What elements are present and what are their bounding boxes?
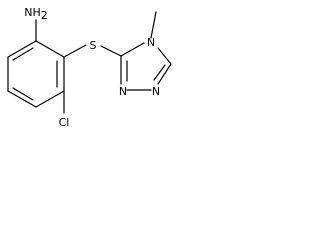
amine-h-count-text: 2 [41,9,48,22]
triazole-n1-label: N [119,85,127,98]
benzene-ring [7,40,65,108]
triazole-n2-label: N [152,85,160,98]
triazole-n4-label: N [147,36,155,49]
bond-triazole-c3-n2 [157,63,172,85]
amine-nitrogen-label: NH2 [24,6,48,22]
chemical-structure-diagram: NH2 S Cl N N N [7,6,172,129]
bond-c-s [63,44,87,58]
sulfur-label: S [90,39,97,52]
bond-benzene-double-2 [12,87,34,101]
bond-s-triazole [100,45,122,57]
bond-triazole-n4-c3 [157,47,172,65]
bond-benzene-double-3 [12,47,34,61]
bond-methyl [150,11,157,39]
bond-benzene-c4-c5 [7,90,37,108]
bond-benzene-c6-c1 [7,40,37,58]
chlorine-label: Cl [59,116,70,129]
triazole-ring [120,42,172,91]
bond-benzene-c3-c4 [35,90,65,108]
amine-h-text: H [32,6,40,19]
bond-triazole-c5-n4 [120,42,145,57]
bond-benzene-c1-c2 [35,40,65,58]
atom-labels: NH2 S Cl N N N [24,6,160,129]
amine-n-text: N [24,6,32,19]
bond-triazole-c3-n2-double [153,64,166,81]
